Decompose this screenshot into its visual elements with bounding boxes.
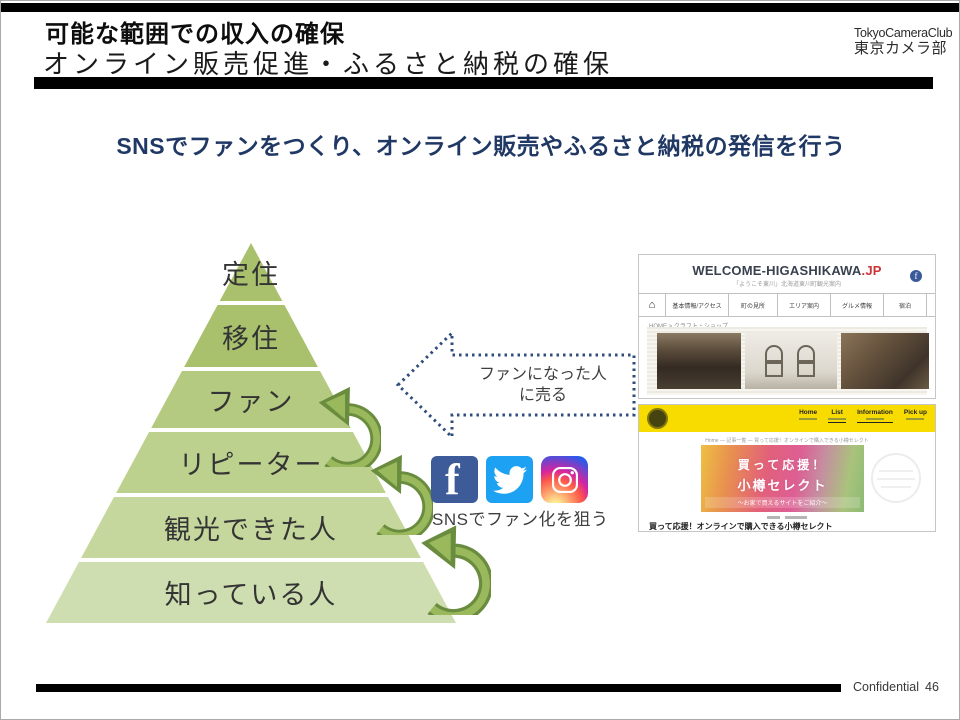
top-accent-bar (1, 3, 959, 12)
pyramid-level-label: ファン (207, 387, 295, 417)
site-caption: 買って応援！オンラインで購入できる小樽セレクト (649, 522, 833, 531)
banner-title-line1: 買って応援！ (737, 458, 828, 472)
site-tagline: 「ようこそ東川」北海道東川町観光案内 (732, 282, 841, 288)
site-nav-item: Home (799, 409, 817, 423)
site-nav-item: List (828, 409, 847, 423)
cycle-arrow-icon (370, 454, 433, 535)
photo-thumbnail-chairs (745, 333, 837, 389)
chair-icon (797, 345, 815, 377)
callout-line2: に売る (518, 387, 567, 404)
website-screenshot-otaru: Home List Information Pick up Home ― 記事一… (638, 404, 936, 532)
brand-logo-line2: 東京カメラ部 (854, 39, 948, 57)
site-breadcrumb: Home ― 記事一覧 ― 買って応援！オンラインで購入できる小樽セレクト (705, 438, 869, 444)
sns-icon-row: f (431, 456, 588, 503)
site-nav-item: 町の見所 (729, 294, 778, 316)
pyramid-level-label: 知っている人 (164, 580, 338, 610)
pyramid-level-label: リピーター (178, 450, 324, 480)
twitter-bird-glyph (492, 465, 527, 494)
site-nav-item: 基本情報/アクセス (666, 294, 729, 316)
site-nav-item: Pick up (904, 409, 927, 423)
site-nav-item: Information (857, 409, 893, 423)
twitter-icon (486, 456, 533, 503)
site-nav-bar: ⌂ 基本情報/アクセス 町の見所 エリア案内 グルメ情報 宿泊 (639, 293, 935, 317)
cycle-arrow-icon (421, 525, 491, 615)
page-title: 可能な範囲での収入の確保 (45, 21, 345, 48)
brand-logo-line1: TokyoCameraClub (854, 26, 953, 40)
photo-strip (647, 327, 929, 395)
page-subtitle: オンライン販売促進・ふるさと納税の確保 (43, 49, 614, 79)
site-title-suffix: .JP (861, 263, 882, 278)
site-nav-label: List (831, 409, 843, 416)
site-nav-label: Information (857, 409, 893, 416)
site-nav-subtext (866, 418, 884, 420)
home-icon: ⌂ (639, 294, 666, 316)
chair-icon (765, 345, 783, 377)
photo-thumbnail-interior (841, 333, 929, 389)
brand-logo: TokyoCameraClub 東京カメラ部 (854, 26, 953, 57)
facebook-f-glyph: f (445, 456, 460, 503)
site-nav-item: グルメ情報 (831, 294, 884, 316)
watermark-graphic (871, 453, 921, 503)
site-nav-bar: Home List Information Pick up (799, 409, 927, 423)
meta-placeholder (639, 516, 935, 519)
pyramid-level-label: 観光できた人 (164, 515, 338, 545)
site-nav-item: エリア案内 (778, 294, 831, 316)
header-divider-bar (34, 77, 933, 89)
footer-bar (36, 684, 841, 692)
banner-title-line2: 小樽セレクト (737, 478, 828, 493)
site-nav-subtext (799, 418, 818, 420)
facebook-icon: f (431, 456, 478, 503)
pyramid-level-bg (46, 562, 456, 623)
banner-subtitle: 〜お家で買えるサイトをご紹介〜 (705, 497, 860, 508)
instagram-camera-glyph (551, 466, 578, 493)
site-title-main: WELCOME-HIGASHIKAWA (692, 263, 862, 278)
callout-text: ファンになった人 に売る (453, 364, 633, 406)
callout-line1: ファンになった人 (478, 366, 607, 383)
site-logo-badge (647, 408, 668, 429)
pyramid-level-label: 定住 (222, 259, 280, 290)
site-nav-subtext (906, 418, 925, 420)
pyramid-level-label: 移住 (222, 323, 280, 354)
page-number: 46 (925, 680, 939, 694)
site-nav-item: 宿泊 (884, 294, 927, 316)
instagram-icon (541, 456, 588, 503)
site-title: WELCOME-HIGASHIKAWA.JP (639, 263, 935, 278)
confidential-label: Confidential (853, 680, 920, 694)
meta-bar (785, 516, 807, 519)
fans-callout-arrow (395, 329, 636, 441)
website-screenshot-higashikawa: WELCOME-HIGASHIKAWA.JP 「ようこそ東川」北海道東川町観光案… (638, 254, 936, 399)
cycle-arrow-icon (318, 386, 381, 467)
photo-thumbnail-shelf (657, 333, 741, 389)
site-nav-label: Pick up (903, 409, 927, 416)
pyramid-labels: 定住 移住 ファン リピーター 観光できた人 知っている人 (46, 243, 456, 623)
footer-text: Confidential 46 (853, 680, 939, 694)
sns-caption: SNSでファン化を狙う (432, 510, 609, 529)
site-header-bar: Home List Information Pick up (639, 405, 935, 432)
facebook-badge-icon: f (910, 270, 922, 282)
meta-bar (767, 516, 780, 519)
site-nav-label: Home (799, 409, 818, 416)
site-nav-subtext (828, 418, 847, 420)
slide-headline: SNSでファンをつくり、オンライン販売やふるさと納税の発信を行う (116, 133, 846, 159)
campaign-banner: 買って応援！ 小樽セレクト 〜お家で買えるサイトをご紹介〜 (701, 445, 864, 512)
